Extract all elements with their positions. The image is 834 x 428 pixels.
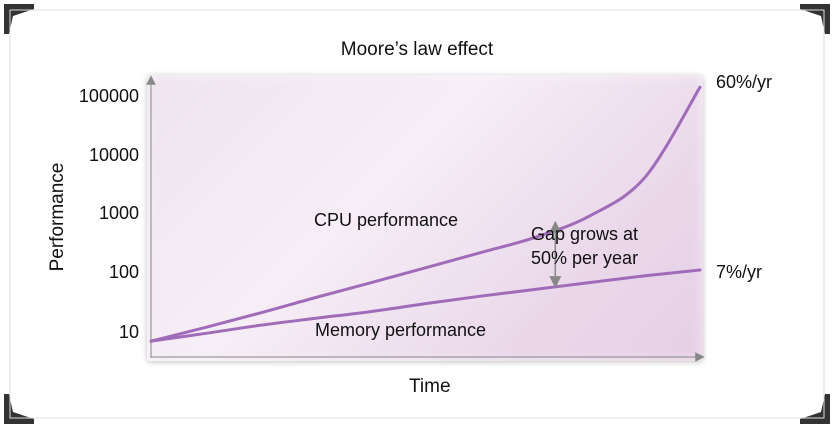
cpu-series-label: CPU performance [314,210,459,230]
y-tick-label: 100000 [78,86,139,106]
memory-rate-label: 7%/yr [716,262,763,282]
corner-top-left [4,4,34,34]
y-tick-label: 10 [118,322,139,342]
frame-border [9,9,825,419]
memory-series-label: Memory performance [315,320,487,340]
gap-annotation-line1: Gap grows at [531,224,639,244]
chart-title: Moore’s law effect [340,39,494,60]
x-axis-label: Time [409,376,451,397]
corner-top-right [800,4,830,34]
series-line-cpu [149,85,702,343]
series-line-memory [149,268,702,343]
plot-area [147,75,703,361]
y-tick-label: 1000 [98,203,139,223]
corner-bottom-right [800,394,830,424]
y-tick-label: 10000 [88,145,139,165]
corner-bottom-left [4,394,34,424]
gap-annotation-line2: 50% per year [531,248,639,268]
cpu-rate-label: 60%/yr [716,72,773,92]
y-tick-label: 100 [108,262,139,282]
